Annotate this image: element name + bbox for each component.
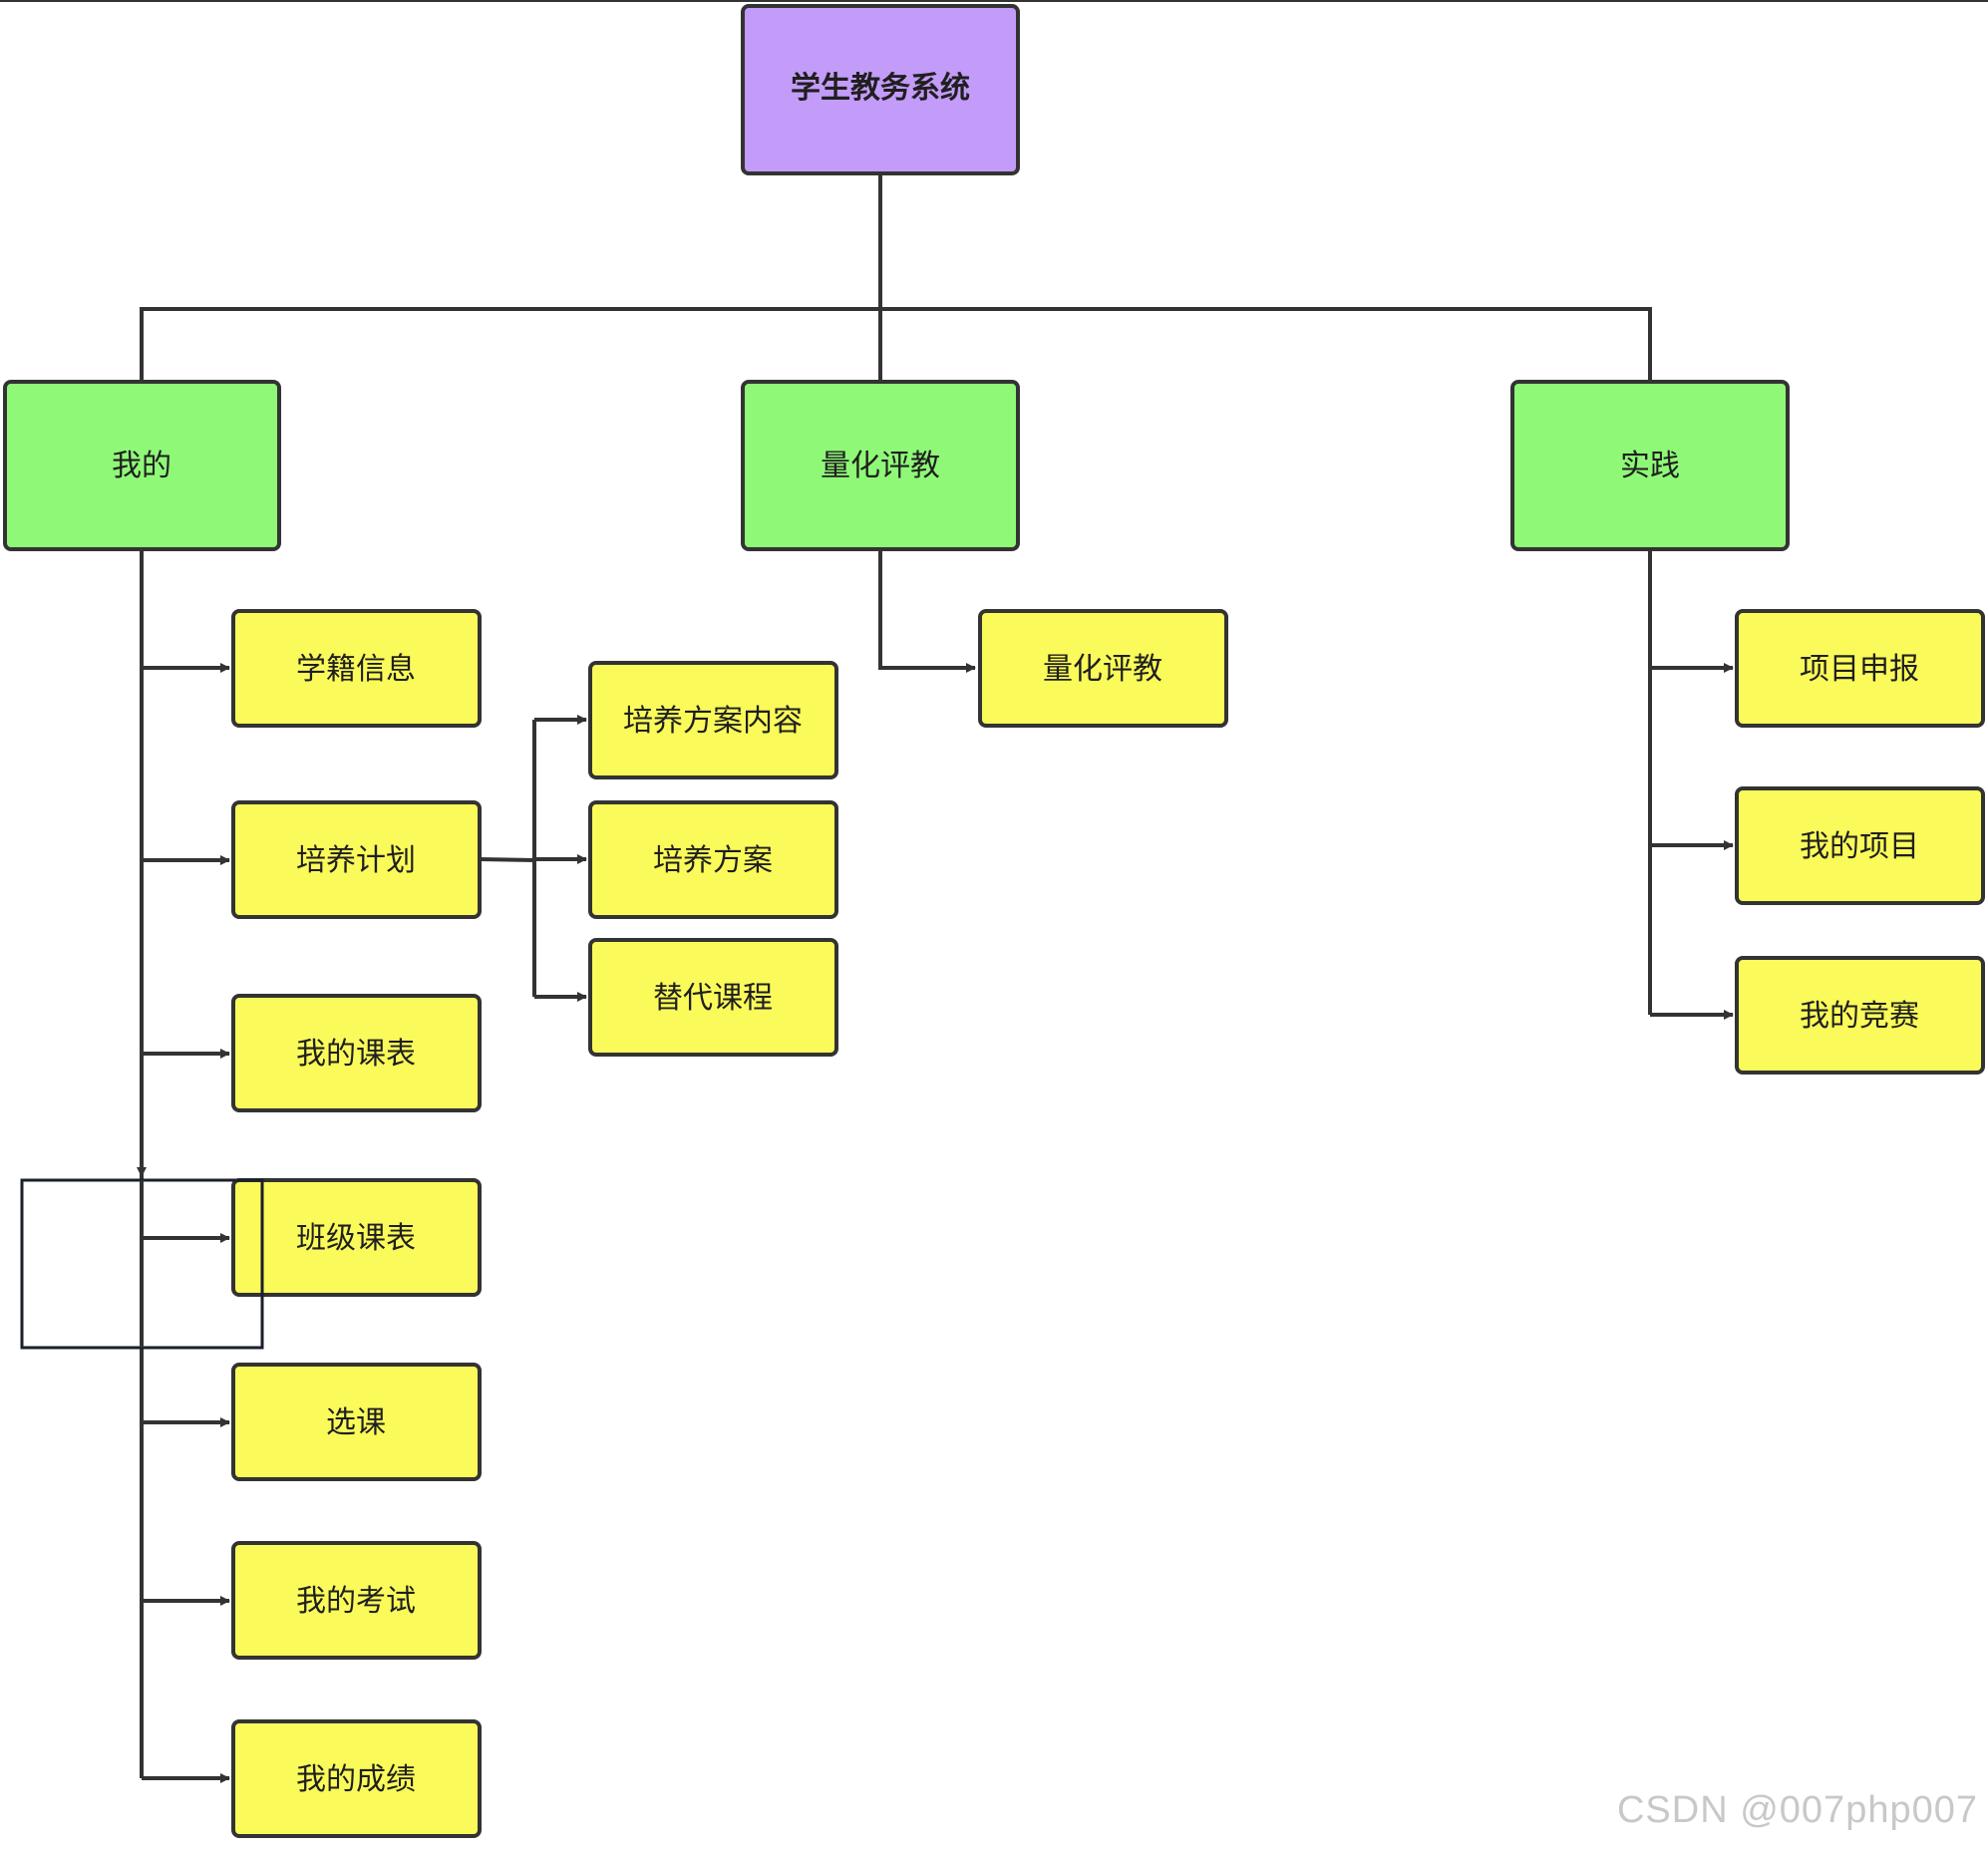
node-quant: 量化评教 [741,380,1020,551]
node-my-grades: 我的成绩 [231,1719,482,1838]
node-project-apply: 项目申报 [1735,609,1985,728]
node-my-contest-box [1735,956,1985,1075]
node-project-apply-label: 项目申报 [1800,652,1919,687]
node-peiyang-plan-box [231,800,482,919]
node-root: 学生教务系统 [741,4,1020,175]
node-xuanke: 选课 [231,1363,482,1481]
node-quant-child: 量化评教 [978,609,1228,728]
node-root-label: 学生教务系统 [791,71,970,106]
connectors [137,174,1734,1783]
node-my-project: 我的项目 [1735,786,1985,905]
node-class-timetable-label: 班级课表 [296,1221,416,1256]
node-my-exam-label: 我的考试 [296,1584,416,1619]
node-peiyang-plan-label: 培养计划 [296,843,416,878]
node-my-timetable: 我的课表 [231,994,482,1112]
node-practice-box [1510,380,1790,551]
node-root-box [741,4,1020,175]
node-substitute: 替代课程 [588,938,838,1057]
node-quant-label: 量化评教 [821,449,940,483]
node-plan-content: 培养方案内容 [588,661,838,779]
node-xueji: 学籍信息 [231,609,482,728]
node-my-contest-label: 我的竞赛 [1800,999,1919,1034]
node-quant-child-box [978,609,1228,728]
node-class-timetable: 班级课表 [231,1178,482,1297]
watermark: CSDN @007php007 [1616,1789,1978,1831]
connector-level1-bus [140,307,1652,381]
node-practice: 实践 [1510,380,1790,551]
node-xueji-label: 学籍信息 [296,652,416,687]
node-project-apply-box [1735,609,1985,728]
node-quant-box [741,380,1020,551]
node-mine: 我的 [3,380,281,551]
node-plan-content-box [588,661,838,779]
connector-plan-stem [479,857,535,862]
node-my-exam: 我的考试 [231,1541,482,1660]
connector-quant-child [878,548,976,673]
node-practice-label: 实践 [1620,449,1680,483]
node-my-grades-box [231,1719,482,1838]
node-my-project-box [1735,786,1985,905]
node-my-timetable-box [231,994,482,1112]
node-plan: 培养方案 [588,800,838,919]
node-class-timetable-box [231,1178,482,1297]
node-xuanke-box [231,1363,482,1481]
node-my-project-label: 我的项目 [1800,829,1919,864]
node-plan-content-label: 培养方案内容 [623,704,803,739]
node-mine-label: 我的 [112,449,171,483]
node-plan-box [588,800,838,919]
node-my-contest: 我的竞赛 [1735,956,1985,1075]
node-my-exam-box [231,1541,482,1660]
node-xuanke-label: 选课 [326,1405,386,1440]
node-substitute-label: 替代课程 [653,981,773,1016]
node-plan-label: 培养方案 [653,843,773,878]
node-substitute-box [588,938,838,1057]
node-xueji-box [231,609,482,728]
node-mine-box [3,380,281,551]
node-my-timetable-label: 我的课表 [296,1037,416,1072]
node-quant-child-label: 量化评教 [1043,652,1162,687]
node-my-grades-label: 我的成绩 [296,1762,416,1797]
node-peiyang-plan: 培养计划 [231,800,482,919]
